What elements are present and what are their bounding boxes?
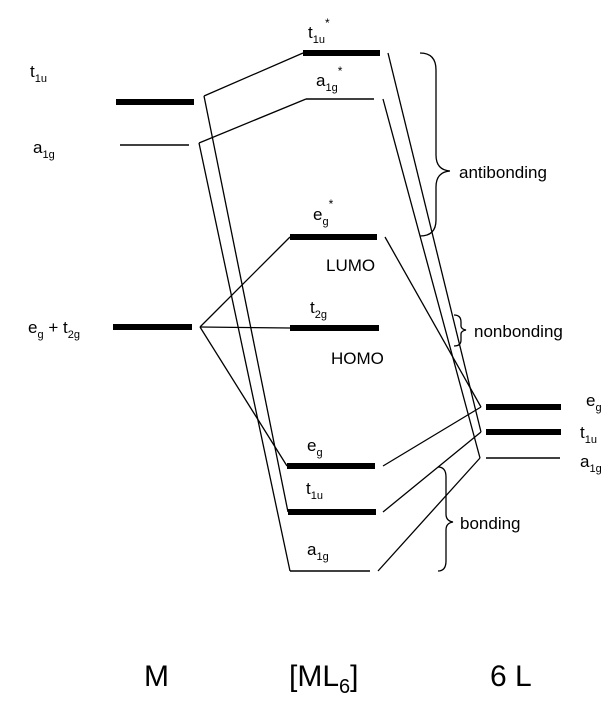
ligand-eg-label: eg (586, 391, 602, 414)
nonbonding-brace (453, 314, 467, 347)
connector-metal-t2g-to-t2g (199, 326, 291, 329)
connector-ligand-eg-to-eg-star (384, 236, 482, 408)
lumo-label: LUMO (326, 256, 375, 275)
antibonding-label: antibonding (459, 163, 547, 182)
complex-t2g-label: t2g (310, 298, 327, 321)
connector-metal-eg-to-eg (199, 326, 288, 467)
column-label-ligands: 6 L (490, 660, 532, 693)
connector-metal-a1g-to-a1g (198, 142, 291, 572)
connector-ligand-eg-to-eg (382, 406, 482, 467)
connector-metal-a1g-to-a1g-star (198, 98, 307, 144)
complex-t1u-label: t1u (306, 479, 323, 502)
metal-eg-t2g-label: eg + t2g (28, 318, 80, 341)
connector-ligand-t1u-to-t1u-star (387, 52, 482, 433)
connector-metal-eg-to-eg-star (199, 236, 291, 328)
connector-ligand-a1g-to-a1g-star (382, 98, 481, 459)
connector-metal-t1u-to-t1u-star (203, 52, 304, 97)
connector-ligand-a1g-to-a1g (377, 457, 481, 572)
column-label-complex: [ML6] (289, 660, 358, 698)
metal-a1g-label: a1g (33, 138, 55, 161)
ligand-a1g-label: a1g (580, 452, 602, 475)
homo-label: HOMO (331, 349, 384, 368)
complex-eg-star-label: eg* (313, 197, 334, 228)
complex-eg-label: eg (307, 436, 323, 459)
complex-a1g-star-label: a1g* (316, 64, 343, 94)
complex-a1g-label: a1g (307, 540, 329, 563)
ligand-t1u-label: t1u (580, 423, 597, 446)
antibonding-brace (419, 52, 451, 237)
bonding-label: bonding (460, 514, 521, 533)
bonding-brace (437, 466, 454, 572)
nonbonding-label: nonbonding (474, 322, 563, 341)
metal-t1u-label: t1u (30, 62, 47, 85)
complex-t1u-star-label: t1u* (308, 16, 330, 46)
connector-metal-t1u-to-t1u (203, 95, 289, 513)
column-label-metal: M (144, 660, 169, 693)
connector-ligand-t1u-to-t1u (382, 431, 482, 513)
